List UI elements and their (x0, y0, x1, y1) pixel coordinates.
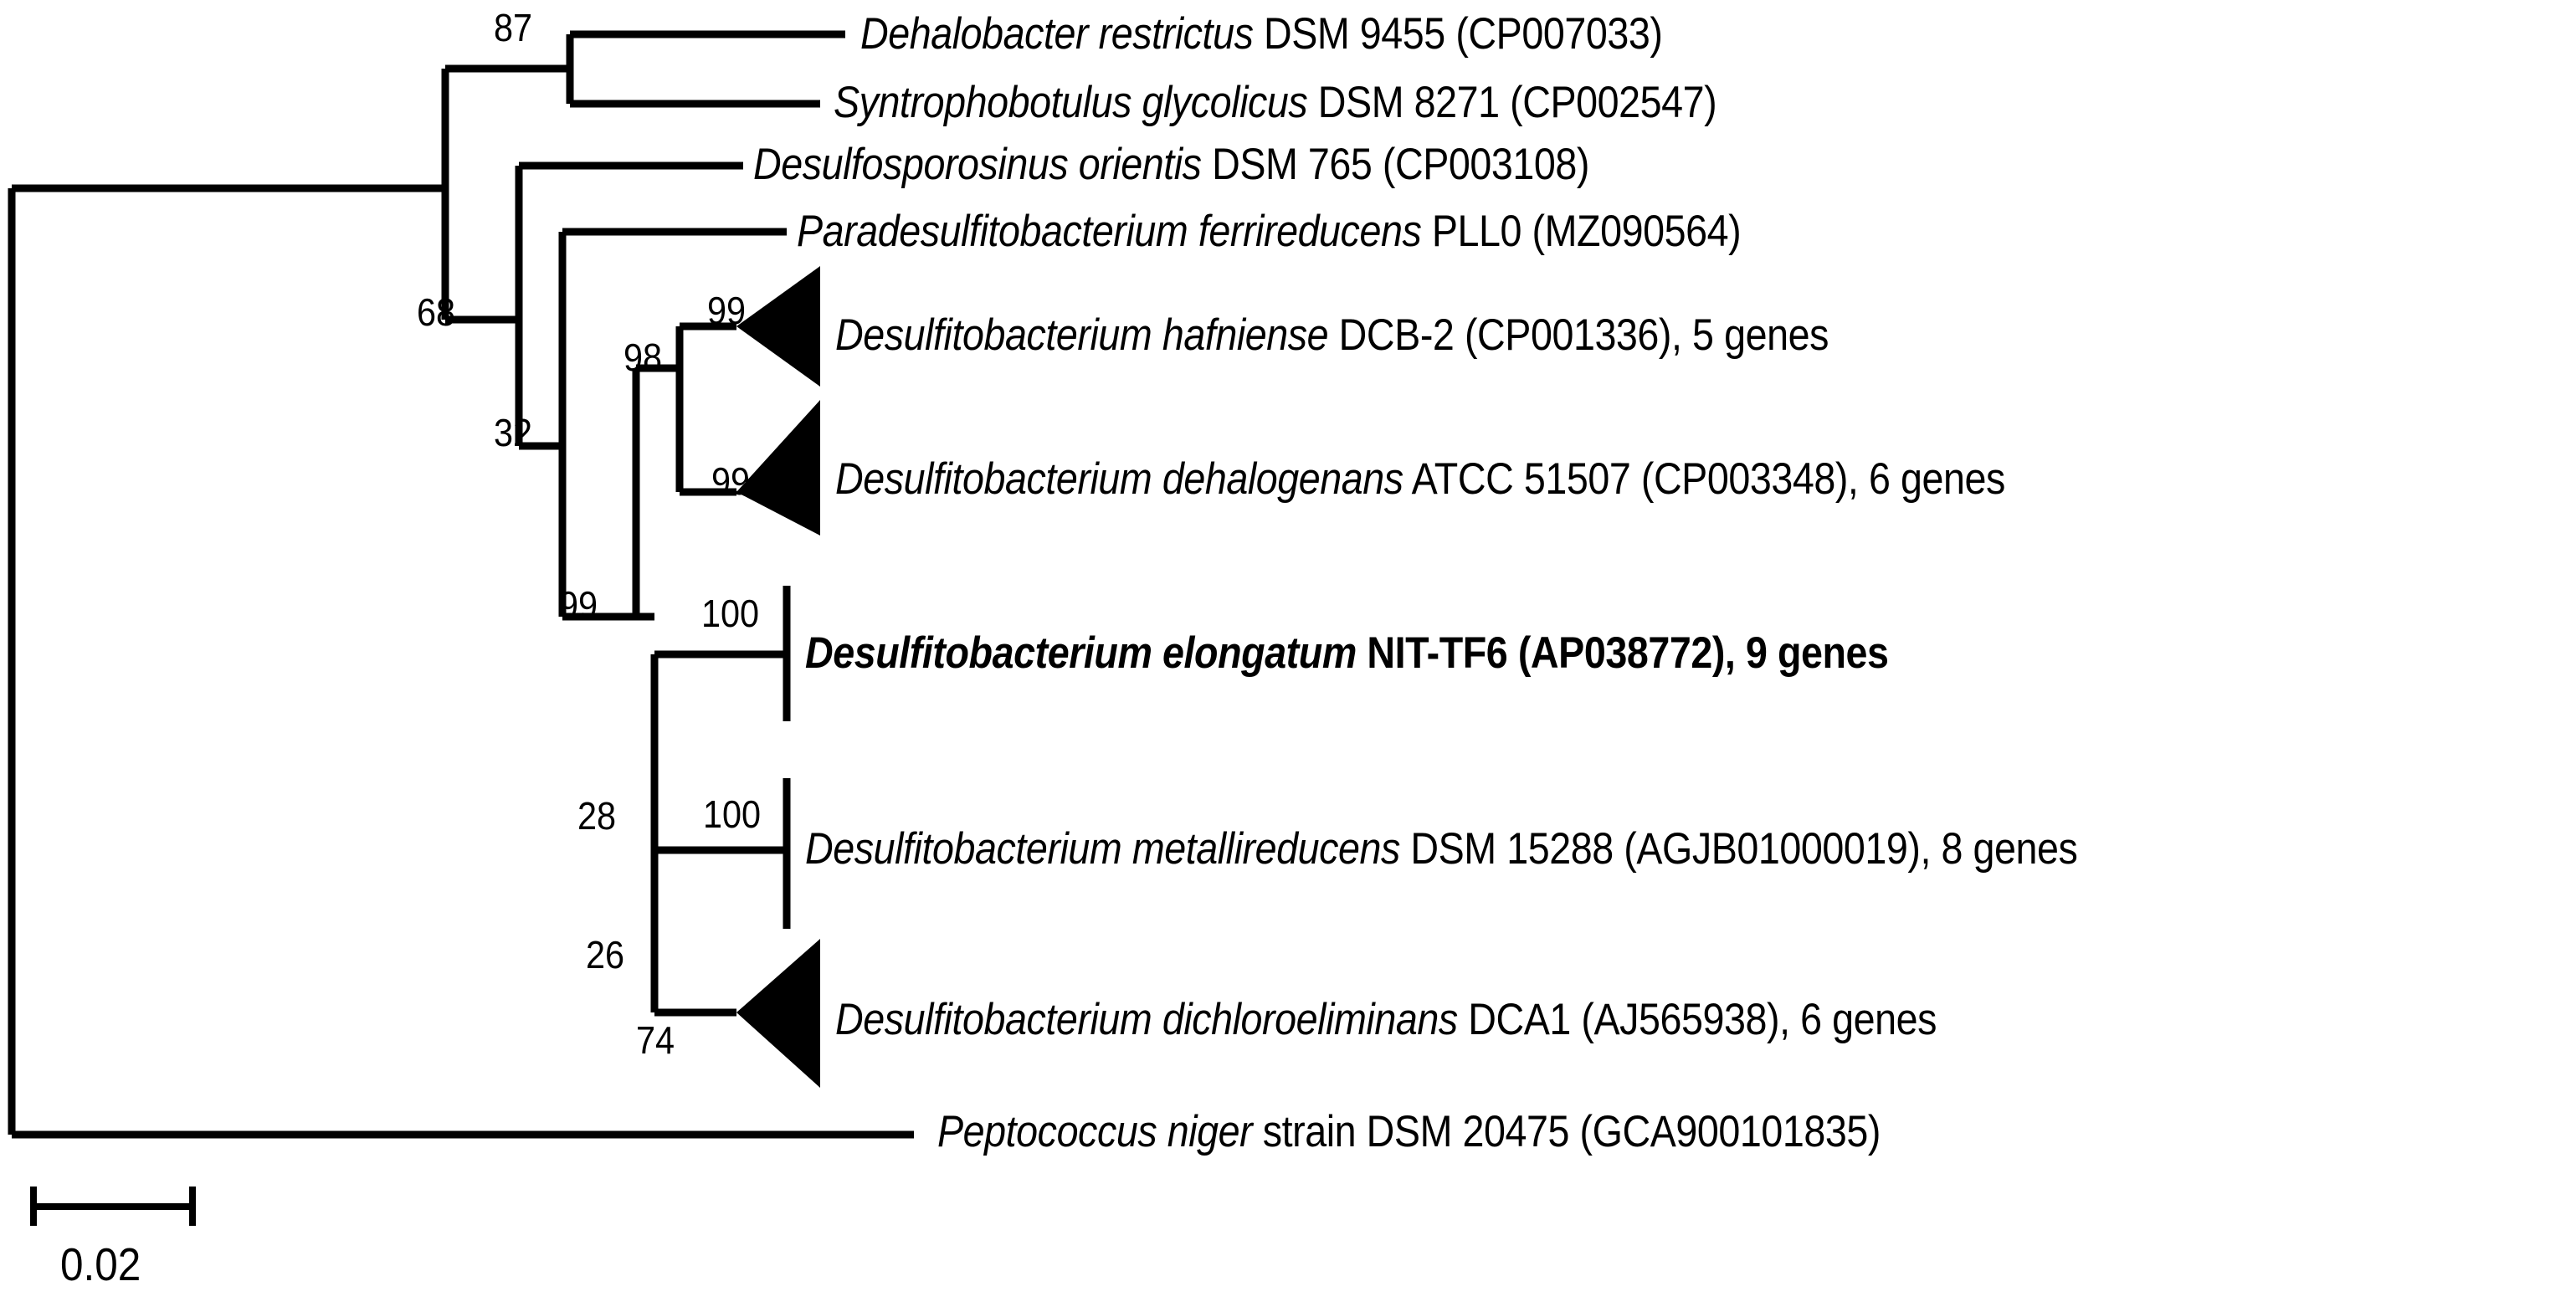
taxon-label-desulfitobacterium-hafniense: Desulfitobacterium hafniense DCB-2 (CP00… (835, 313, 1829, 357)
support-value-98: 98 (623, 336, 663, 379)
taxon-label-syntrophobotulus-glycolicus: Syntrophobotulus glycolicus DSM 8271 (CP… (834, 78, 1717, 127)
taxon-strain-accession: DSM 8271 (CP002547) (1307, 78, 1717, 127)
taxon-strain-accession: DCB-2 (CP001336), 5 genes (1328, 310, 1829, 360)
support-value-68: 68 (417, 290, 456, 334)
taxon-strain-accession: DSM 15288 (AGJB01000019), 8 genes (1399, 824, 2078, 874)
taxon-label-dehalobacter-restrictus: Dehalobacter restrictus DSM 9455 (CP0070… (860, 9, 1663, 59)
taxon-species-name: Peptococcus niger (937, 1107, 1253, 1156)
taxon-strain-accession: DSM 765 (CP003108) (1201, 140, 1590, 189)
support-value-32: 32 (494, 411, 533, 454)
taxon-species-name: Dehalobacter restrictus (860, 9, 1254, 59)
support-value-74: 74 (636, 1018, 675, 1062)
taxon-label-desulfitobacterium-metallireducens: Desulfitobacterium metallireducens DSM 1… (805, 824, 2078, 874)
taxon-strain-accession: NIT-TF6 (AP038772), 9 genes (1356, 628, 1889, 678)
support-value-99-elongatum-clade: 99 (559, 583, 598, 627)
scale-bar-label: 0.02 (60, 1238, 141, 1290)
taxon-species-name: Desulfitobacterium metallireducens (805, 824, 1400, 874)
support-value-99-hafniense: 99 (707, 289, 747, 332)
taxon-label-peptococcus-niger: Peptococcus niger strain DSM 20475 (GCA9… (937, 1110, 1881, 1154)
taxon-species-name: Desulfitobacterium dehalogenans (835, 454, 1403, 504)
taxon-species-name: Paradesulfitobacterium ferrireducens (797, 207, 1422, 256)
taxon-species-name: Desulfitobacterium hafniense (835, 310, 1329, 360)
taxon-strain-accession: strain DSM 20475 (GCA900101835) (1252, 1107, 1881, 1156)
taxon-strain-accession: DCA1 (AJ565938), 6 genes (1457, 995, 1937, 1044)
taxon-strain-accession: PLL0 (MZ090564) (1421, 207, 1742, 256)
support-value-99-dehalogenans: 99 (711, 459, 751, 503)
support-value-28: 28 (577, 794, 617, 838)
taxon-label-desulfitobacterium-dichloroeliminans: Desulfitobacterium dichloroeliminans DCA… (835, 997, 1937, 1042)
collapsed-clade-triangles (736, 266, 820, 1088)
taxon-species-name: Desulfitobacterium elongatum (805, 628, 1357, 678)
collapsed-clade-triangle-dichloroeliminans (736, 939, 820, 1088)
taxon-strain-accession: ATCC 51507 (CP003348), 6 genes (1403, 454, 2006, 504)
taxon-label-desulfosporosinus-orientis: Desulfosporosinus orientis DSM 765 (CP00… (753, 142, 1589, 187)
support-value-100-metallireducens: 100 (703, 792, 762, 836)
scale-bar (30, 1187, 196, 1226)
taxon-label-desulfitobacterium-dehalogenans: Desulfitobacterium dehalogenans ATCC 515… (835, 457, 2005, 501)
support-value-100-elongatum: 100 (701, 592, 760, 635)
collapsed-clade-triangle-dehalogenans (736, 400, 820, 536)
taxon-species-name: Desulfitobacterium dichloroeliminans (835, 995, 1458, 1044)
tree-branches (8, 30, 914, 1139)
support-value-26: 26 (586, 933, 625, 976)
taxon-label-paradesulfitobacterium-ferrireducens: Paradesulfitobacterium ferrireducens PLL… (797, 207, 1742, 256)
collapsed-clade-triangle-hafniense (736, 266, 820, 387)
taxon-species-name: Syntrophobotulus glycolicus (834, 78, 1308, 127)
taxon-species-name: Desulfosporosinus orientis (753, 140, 1202, 189)
taxon-label-desulfitobacterium-elongatum: Desulfitobacterium elongatum NIT-TF6 (AP… (805, 631, 1889, 675)
taxon-strain-accession: DSM 9455 (CP007033) (1253, 9, 1663, 59)
support-value-87: 87 (494, 6, 533, 49)
